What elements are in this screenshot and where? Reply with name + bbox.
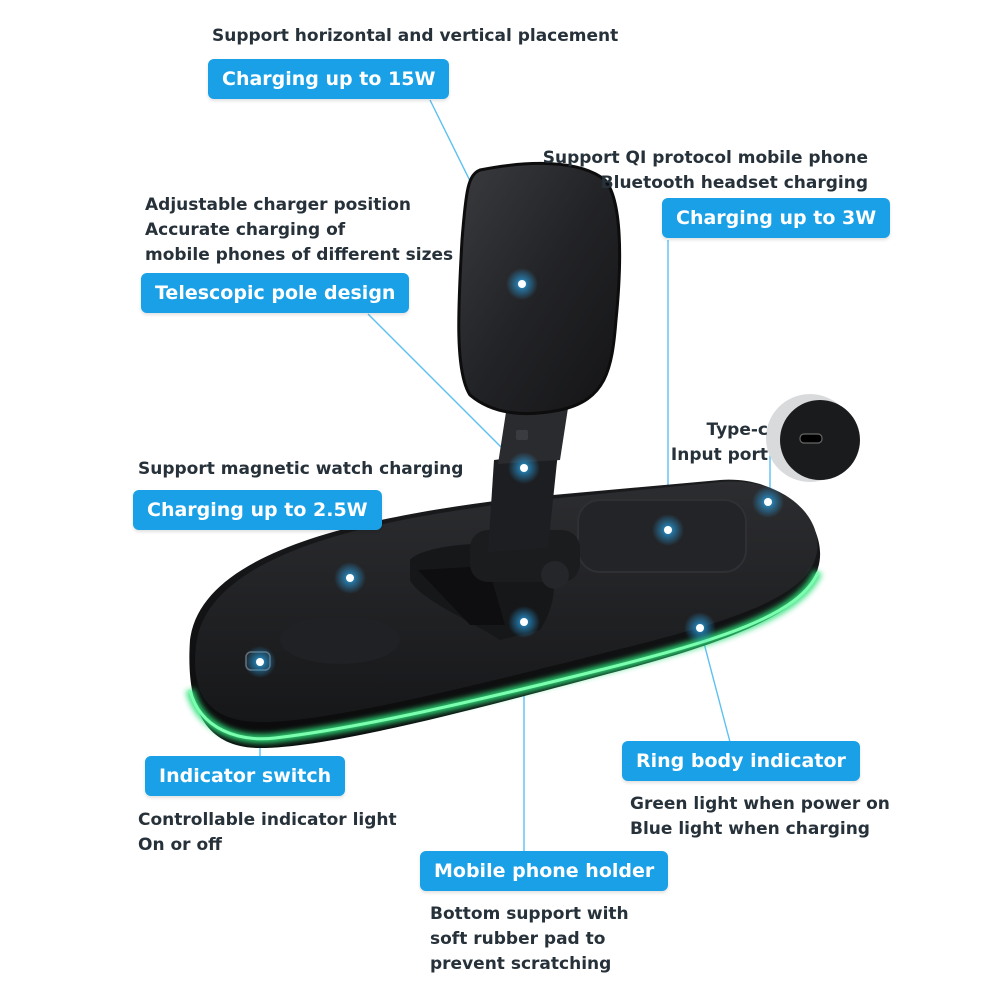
phone-holder-badge: Mobile phone holder	[420, 851, 669, 891]
phone-pad-caption: Support horizontal and vertical placemen…	[212, 26, 619, 46]
telescopic-pole-upper	[498, 408, 568, 464]
hinge-knob	[541, 561, 569, 589]
ring-light	[188, 571, 820, 741]
telescopic-pole-lower	[488, 452, 558, 552]
indicator-switch-caption: Controllable indicator light On or off	[138, 810, 397, 855]
type-c-port	[799, 433, 823, 444]
pole-button	[516, 430, 528, 440]
watch-pad-badge: Charging up to 2.5W	[133, 490, 382, 530]
phone-charging-pad	[457, 161, 622, 416]
port-caption: Type-c Input port	[670, 420, 768, 465]
ring-indicator-caption: Green light when power on Blue light whe…	[630, 794, 890, 839]
earbud-pad-badge: Charging up to 3W	[662, 198, 891, 238]
ring-indicator-badge: Ring body indicator	[622, 741, 860, 781]
watch-pad-caption: Support magnetic watch charging	[138, 459, 464, 479]
phone-holder-caption: Bottom support with soft rubber pad to p…	[430, 904, 629, 974]
phone-pad-badge: Charging up to 15W	[208, 59, 450, 99]
indicator-switch-badge: Indicator switch	[145, 756, 346, 796]
hotspots	[244, 268, 784, 678]
watch-charging-pad	[280, 616, 400, 664]
pole-badge: Telescopic pole design	[141, 273, 410, 313]
earbud-pad-caption: Support QI protocol mobile phone Bluetoo…	[542, 148, 868, 193]
pole-caption: Adjustable charger position Accurate cha…	[145, 195, 454, 265]
